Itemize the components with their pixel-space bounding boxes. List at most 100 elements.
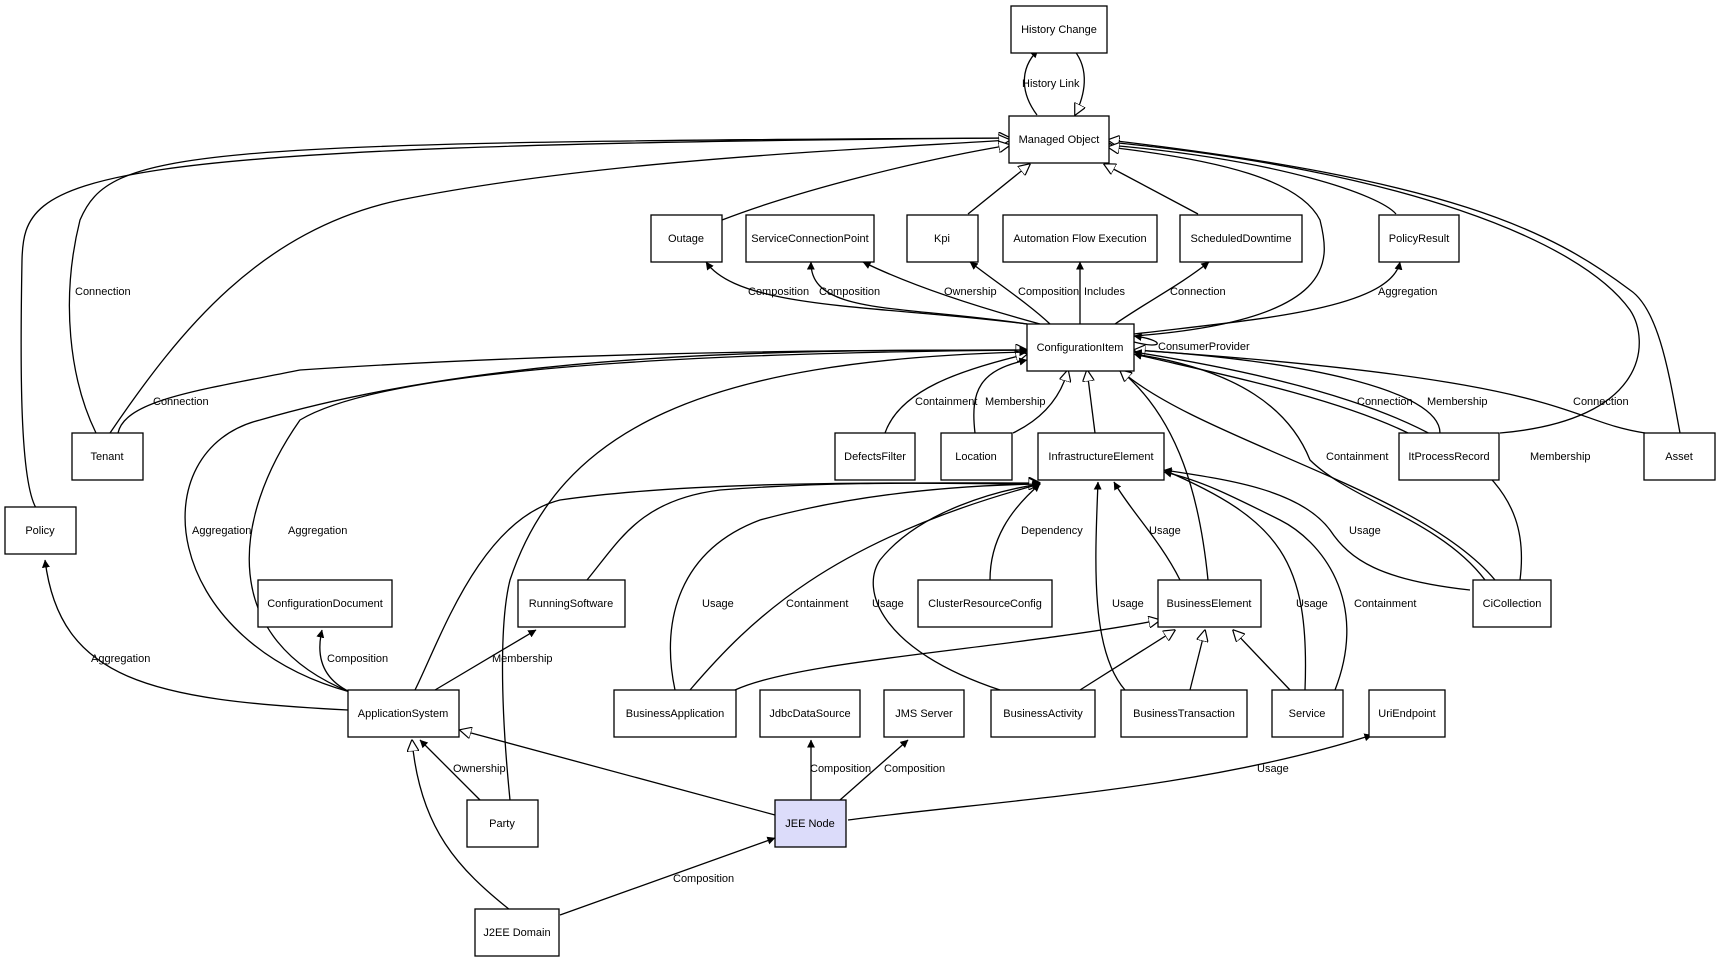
- edge-asset-managedobject: [1108, 140, 1681, 434]
- node-asset[interactable]: Asset: [1643, 432, 1716, 481]
- node-location[interactable]: Location: [940, 432, 1013, 481]
- node-policy[interactable]: Policy: [4, 506, 77, 555]
- node-policy-result[interactable]: PolicyResult: [1378, 214, 1460, 263]
- edge-label-connection: Connection: [153, 396, 209, 408]
- svg-text:JMS Server: JMS Server: [895, 708, 953, 720]
- edge-label-containment: Containment: [1326, 451, 1388, 463]
- edge-label-composition: Composition: [748, 286, 809, 298]
- node-business-element[interactable]: BusinessElement: [1157, 579, 1262, 628]
- node-configuration-item[interactable]: ConfigurationItem: [1026, 323, 1135, 372]
- edge-policyresult-managedobject: [1108, 145, 1397, 215]
- node-scheduled-downtime[interactable]: ScheduledDowntime: [1179, 214, 1303, 263]
- edge-label-dependency: Dependency: [1021, 525, 1083, 537]
- edge-outage-managedobject: [721, 145, 1010, 221]
- node-outage[interactable]: Outage: [650, 214, 723, 263]
- svg-text:CiCollection: CiCollection: [1483, 598, 1542, 610]
- node-kpi[interactable]: Kpi: [906, 214, 979, 263]
- node-business-application[interactable]: BusinessApplication: [613, 689, 737, 738]
- edge-location-ci: [1012, 370, 1068, 434]
- edge-asset-ci: [1134, 350, 1646, 434]
- edge-label-composition: Composition: [819, 286, 880, 298]
- edge-label-usage: Usage: [1149, 525, 1181, 537]
- node-cluster-resource-config[interactable]: ClusterResourceConfig: [917, 579, 1053, 628]
- edge-label-connection: Connection: [75, 286, 131, 298]
- edge-label-composition: Composition: [1018, 286, 1079, 298]
- node-tenant[interactable]: Tenant: [71, 432, 144, 481]
- node-jms-server[interactable]: JMS Server: [883, 689, 965, 738]
- edge-historychange-managedobject: [1073, 49, 1084, 115]
- svg-text:DefectsFilter: DefectsFilter: [844, 451, 906, 463]
- svg-text:Tenant: Tenant: [90, 451, 123, 463]
- node-service-connection-point[interactable]: ServiceConnectionPoint: [745, 214, 875, 263]
- edge-jeenode-uriendpoint: [847, 733, 1373, 821]
- svg-text:BusinessTransaction: BusinessTransaction: [1133, 708, 1235, 720]
- edge-label-composition: Composition: [327, 653, 388, 665]
- edge-label-usage: Usage: [1349, 525, 1381, 537]
- edge-ci-scp-own: [862, 261, 1041, 325]
- svg-text:Party: Party: [489, 818, 515, 830]
- svg-text:UriEndpoint: UriEndpoint: [1378, 708, 1435, 720]
- edge-label-membership: Membership: [1530, 451, 1591, 463]
- edge-party-ci: [501, 348, 1028, 801]
- edge-j2eedomain-jeenode: [559, 836, 776, 916]
- svg-text:Kpi: Kpi: [934, 233, 950, 245]
- svg-text:Managed Object: Managed Object: [1019, 134, 1100, 146]
- edge-businessactivity-be: [1079, 630, 1175, 691]
- edge-ci-consumerprovider: [1133, 333, 1158, 346]
- svg-text:ServiceConnectionPoint: ServiceConnectionPoint: [751, 233, 868, 245]
- edge-label-membership: Membership: [1427, 396, 1488, 408]
- edge-kpi-managedobject: [967, 164, 1030, 215]
- edge-policy-managedobject: [20, 138, 1010, 509]
- edge-location-ci-memb: [973, 357, 1028, 434]
- node-infrastructure-element[interactable]: InfrastructureElement: [1037, 432, 1165, 481]
- edge-label-usage: Usage: [1257, 763, 1289, 775]
- svg-text:PolicyResult: PolicyResult: [1389, 233, 1450, 245]
- edge-label-aggregation: Aggregation: [288, 525, 347, 537]
- node-application-system[interactable]: ApplicationSystem: [347, 689, 460, 738]
- edge-label-connection: Connection: [1357, 396, 1413, 408]
- edge-itprocessrecord-managedobject: [1108, 142, 1640, 434]
- node-history-change[interactable]: History Change: [1010, 5, 1108, 54]
- edge-label-membership: Membership: [492, 653, 553, 665]
- node-running-software[interactable]: RunningSoftware: [517, 579, 626, 628]
- edge-label-consumerprovider: ConsumerProvider: [1158, 341, 1250, 353]
- edge-label-containment: Containment: [786, 598, 848, 610]
- edge-label-composition: Composition: [884, 763, 945, 775]
- edge-label-includes: Includes: [1084, 286, 1125, 298]
- node-j2ee-domain[interactable]: J2EE Domain: [474, 908, 560, 957]
- edge-label-usage: Usage: [1296, 598, 1328, 610]
- edge-businesstransaction-be: [1189, 630, 1205, 691]
- svg-text:ApplicationSystem: ApplicationSystem: [358, 708, 449, 720]
- edge-label-history-link: History Link: [1022, 78, 1080, 90]
- svg-text:ConfigurationDocument: ConfigurationDocument: [267, 598, 383, 610]
- svg-text:BusinessElement: BusinessElement: [1167, 598, 1252, 610]
- edge-label-usage: Usage: [1112, 598, 1144, 610]
- node-service[interactable]: Service: [1271, 689, 1344, 738]
- svg-text:ItProcessRecord: ItProcessRecord: [1408, 451, 1489, 463]
- node-ci-collection[interactable]: CiCollection: [1472, 579, 1552, 628]
- edge-label-connection: Connection: [1170, 286, 1226, 298]
- edge-businesstransaction-infra: [1093, 481, 1126, 691]
- svg-text:Outage: Outage: [668, 233, 704, 245]
- svg-text:BusinessApplication: BusinessApplication: [626, 708, 724, 720]
- node-party[interactable]: Party: [466, 799, 539, 848]
- node-defects-filter[interactable]: DefectsFilter: [834, 432, 916, 481]
- node-business-activity[interactable]: BusinessActivity: [990, 689, 1096, 738]
- edge-appsystem-ci-agg1: [184, 346, 1028, 693]
- node-jdbc-data-source[interactable]: JdbcDataSource: [759, 689, 861, 738]
- edge-cicollection-ci: [1120, 370, 1496, 581]
- node-jee-node[interactable]: JEE Node: [774, 799, 847, 848]
- svg-text:BusinessActivity: BusinessActivity: [1003, 708, 1083, 720]
- node-configuration-document[interactable]: ConfigurationDocument: [257, 579, 393, 628]
- node-uri-endpoint[interactable]: UriEndpoint: [1368, 689, 1446, 738]
- node-automation-flow-execution[interactable]: Automation Flow Execution: [1002, 214, 1158, 263]
- edge-j2eedomain-appsystem: [412, 740, 511, 911]
- node-it-process-record[interactable]: ItProcessRecord: [1398, 432, 1500, 481]
- node-business-transaction[interactable]: BusinessTransaction: [1120, 689, 1248, 738]
- edge-label-ownership: Ownership: [944, 286, 997, 298]
- node-managed-object[interactable]: Managed Object: [1008, 115, 1110, 164]
- svg-text:ScheduledDowntime: ScheduledDowntime: [1191, 233, 1292, 245]
- edge-label-containment: Containment: [915, 396, 977, 408]
- edge-ci-outage: [705, 261, 1028, 325]
